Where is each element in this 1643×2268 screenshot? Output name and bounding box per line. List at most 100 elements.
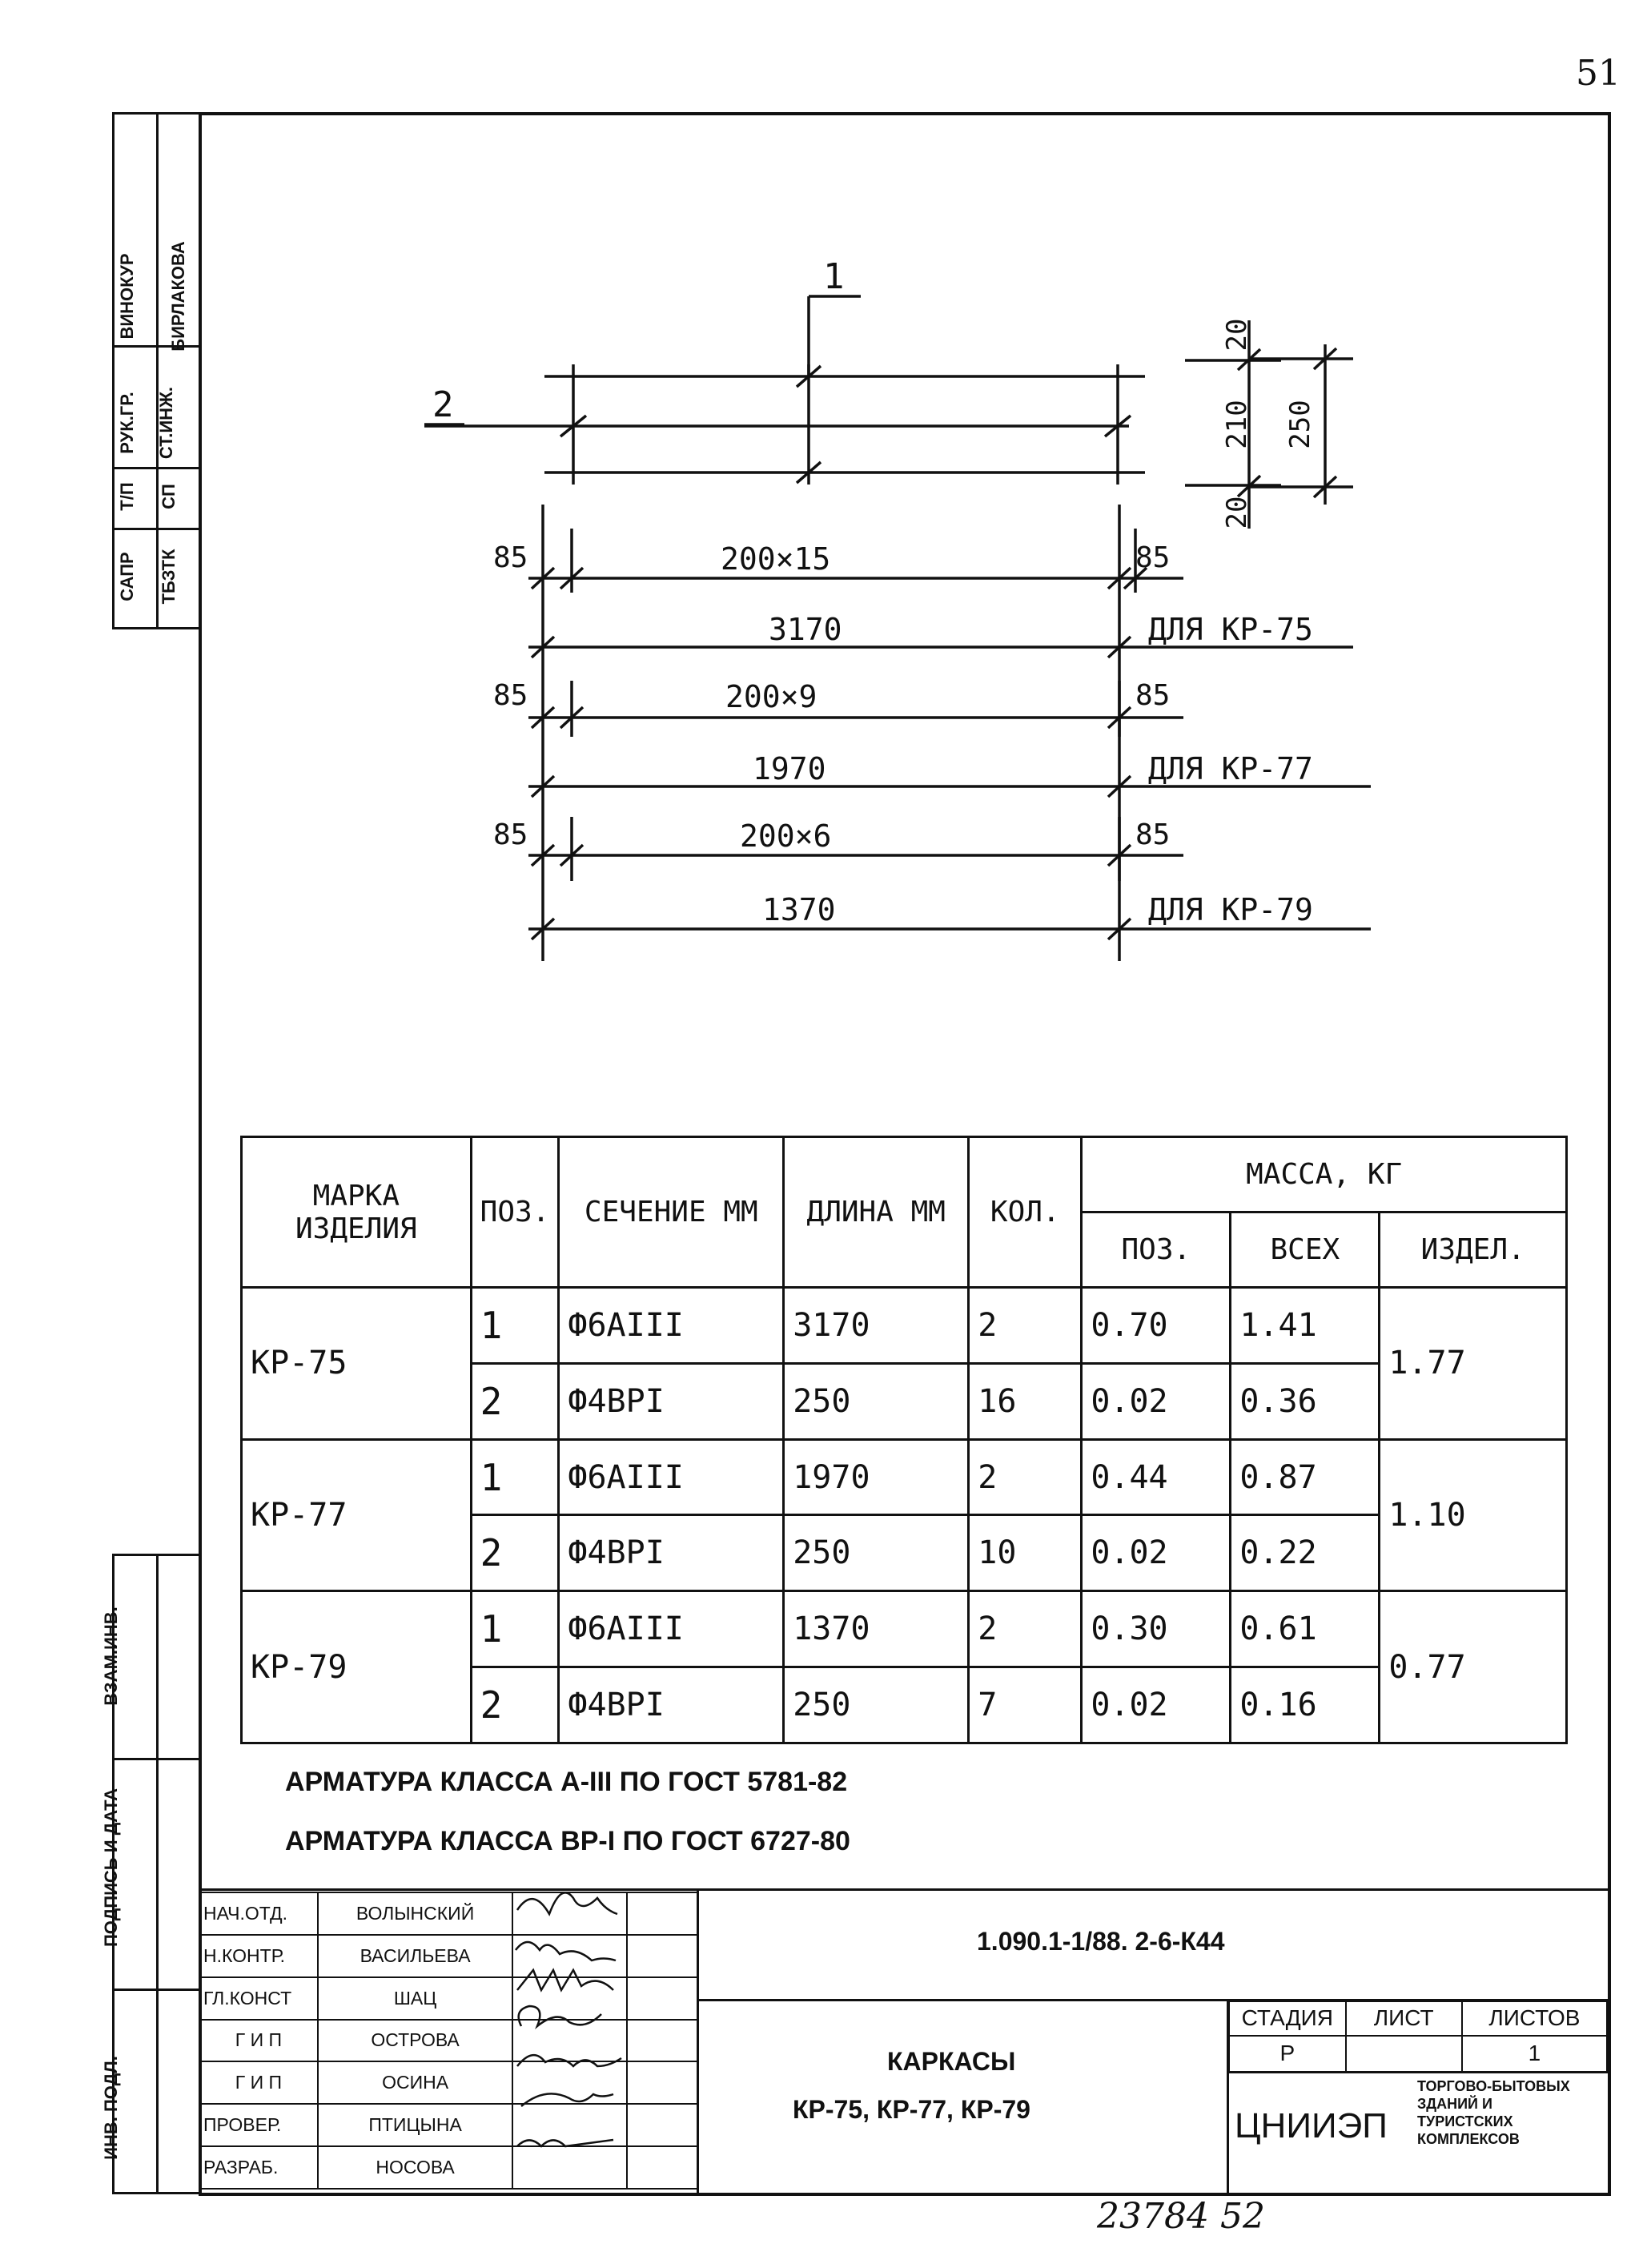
table-row: КР-79 1 Ф6AIII 1370 2 0.30 0.61 0.77: [240, 1590, 1568, 1744]
side-stamp-bottom: [112, 1554, 201, 2194]
dim-row1-for: ДЛЯ КР-75: [1148, 612, 1313, 647]
signature-cell: [512, 2145, 629, 2190]
header-mark: МАРКА ИЗДЕЛИЯ: [240, 1136, 472, 1289]
mass-item-cell: 0.77: [1378, 1590, 1568, 1744]
qty-cell: 7: [967, 1666, 1083, 1744]
side-label-podpis: ПОДПИСЬ И ДАТА: [101, 1787, 121, 1948]
qty-cell: 2: [967, 1590, 1083, 1669]
table-row: 2 Ф4ВРI 250 7 0.02 0.16: [242, 1666, 1567, 1744]
dim-row3-left: 85: [493, 818, 528, 851]
qty-cell: 2: [967, 1286, 1083, 1365]
mark-cell: КР-77: [240, 1438, 472, 1593]
name-cell: ОСИНА: [316, 2061, 514, 2105]
pos-cell: 1: [469, 1438, 560, 1517]
dim-row2-left: 85: [493, 679, 528, 712]
signature-cell: [512, 2061, 629, 2105]
header-qty: КОЛ.: [967, 1136, 1083, 1289]
sheet-value: [1344, 2034, 1463, 2073]
stage-header: СТАДИЯ: [1228, 2001, 1347, 2037]
mass-all-cell: 1.41: [1229, 1286, 1381, 1365]
mass-pos-cell: 0.30: [1080, 1590, 1232, 1669]
mass-pos-cell: 0.02: [1080, 1514, 1232, 1593]
sheets-header: ЛИСТОВ: [1460, 2001, 1609, 2037]
side-label-inv: ИНВ. ПОДЛ.: [101, 2056, 121, 2160]
dim-250: 250: [1284, 400, 1316, 449]
role-cell: РАЗРАБ.: [199, 2145, 319, 2190]
pos-cell: 1: [469, 1286, 560, 1365]
name-cell: ВОЛЫНСКИЙ: [316, 1892, 514, 1936]
dim-row1-right: 85: [1135, 541, 1171, 574]
dim-row1-total: 3170: [769, 612, 842, 647]
mass-all-cell: 0.36: [1229, 1361, 1381, 1441]
section-cell: Ф4ВРI: [557, 1666, 785, 1744]
dim-20-top: 20: [1221, 318, 1253, 352]
pos-cell: 2: [469, 1666, 560, 1744]
mark-cell: КР-79: [240, 1590, 472, 1744]
role-cell: Н.КОНТР.: [199, 1933, 319, 1978]
dim-row2-middle: 200×9: [725, 679, 817, 714]
signature-table: НАЧ.ОТД.ВОЛЫНСКИЙ Н.КОНТР.ВАСИЛЬЕВА ГЛ.К…: [199, 1892, 698, 2190]
sheets-value: 1: [1460, 2034, 1609, 2073]
mass-pos-cell: 0.44: [1080, 1438, 1232, 1517]
length-cell: 1370: [782, 1590, 970, 1669]
mass-item-cell: 1.77: [1378, 1286, 1568, 1441]
label-position-2: 2: [432, 384, 454, 425]
header-mass: МАССА, КГ: [1080, 1136, 1568, 1213]
table-row: 2 Ф4ВРI 250 16 0.02 0.36: [242, 1361, 1567, 1441]
length-cell: 1970: [782, 1438, 970, 1517]
signatures: [515, 1892, 622, 2148]
header-mass-pos: ПОЗ.: [1080, 1211, 1232, 1289]
title-divider: [697, 1888, 699, 2193]
name-cell: ВАСИЛЬЕВА: [316, 1933, 514, 1978]
dim-row2-total: 1970: [753, 751, 826, 786]
header-length: ДЛИНА ММ: [782, 1136, 970, 1289]
name-cell: НОСОВА: [316, 2145, 514, 2190]
table-row: КР-75 1 Ф6AIII 3170 2 0.70 1.41 1.77: [240, 1286, 1568, 1441]
mass-all-cell: 0.61: [1229, 1590, 1381, 1669]
title-block: [199, 1888, 1608, 2195]
dim-20-bottom: 20: [1221, 496, 1253, 529]
signature-cell: [512, 1976, 629, 2021]
signature-cell: [512, 1933, 629, 1978]
drawing-frame: [199, 112, 1611, 2196]
mass-pos-cell: 0.02: [1080, 1666, 1232, 1744]
specification-table: МАРКА ИЗДЕЛИЯ ПОЗ. СЕЧЕНИЕ ММ ДЛИНА ММ К…: [240, 1136, 1568, 1744]
length-cell: 250: [782, 1666, 970, 1744]
header-mass-item: ИЗДЕЛ.: [1378, 1211, 1568, 1289]
role-cell: Г И П: [199, 2061, 319, 2105]
org-divider: [1227, 1999, 1229, 2193]
organization-description: ТОРГОВО-БЫТОВЫХ ЗДАНИЙ И ТУРИСТСКИХ КОМП…: [1417, 2078, 1570, 2147]
table-row: 2 Ф4ВРI 250 10 0.02 0.22: [242, 1514, 1567, 1593]
dim-row3-right: 85: [1135, 818, 1171, 851]
section-cell: Ф6AIII: [557, 1438, 785, 1517]
dim-row1-middle: 200×15: [721, 541, 831, 577]
table-row: КР-77 1 Ф6AIII 1970 2 0.44 0.87 1.10: [240, 1438, 1568, 1593]
length-cell: 3170: [782, 1286, 970, 1365]
name-cell: ОСТРОВА: [316, 2018, 514, 2063]
dim-row2-for: ДЛЯ КР-77: [1148, 751, 1313, 786]
mass-item-cell: 1.10: [1378, 1438, 1568, 1593]
dim-210: 210: [1221, 400, 1253, 449]
title-line-2: КР-75, КР-77, КР-79: [793, 2095, 1030, 2124]
mass-pos-cell: 0.70: [1080, 1286, 1232, 1365]
length-cell: 250: [782, 1361, 970, 1441]
role-cell: ГЛ.КОНСТ: [199, 1976, 319, 2021]
qty-cell: 10: [967, 1514, 1083, 1593]
stage-table: СТАДИЯ ЛИСТ ЛИСТОВ Р 1: [1228, 2001, 1609, 2073]
header-pos: ПОЗ.: [469, 1136, 560, 1289]
stage-value: Р: [1228, 2034, 1347, 2073]
section-cell: Ф6AIII: [557, 1286, 785, 1365]
role-cell: Г И П: [199, 2018, 319, 2063]
mass-all-cell: 0.22: [1229, 1514, 1381, 1593]
mass-all-cell: 0.87: [1229, 1438, 1381, 1517]
dim-row3-for: ДЛЯ КР-79: [1148, 892, 1313, 927]
title-line-1: КАРКАСЫ: [887, 2047, 1016, 2076]
sheet-header: ЛИСТ: [1344, 2001, 1463, 2037]
mass-all-cell: 0.16: [1229, 1666, 1381, 1744]
pos-cell: 1: [469, 1590, 560, 1669]
label-position-1: 1: [823, 256, 845, 297]
qty-cell: 16: [967, 1361, 1083, 1441]
pos-cell: 2: [469, 1361, 560, 1441]
note-a3: АРМАТУРА КЛАССА А-III ПО ГОСТ 5781-82: [285, 1767, 848, 1797]
dim-row1-left: 85: [493, 541, 528, 574]
